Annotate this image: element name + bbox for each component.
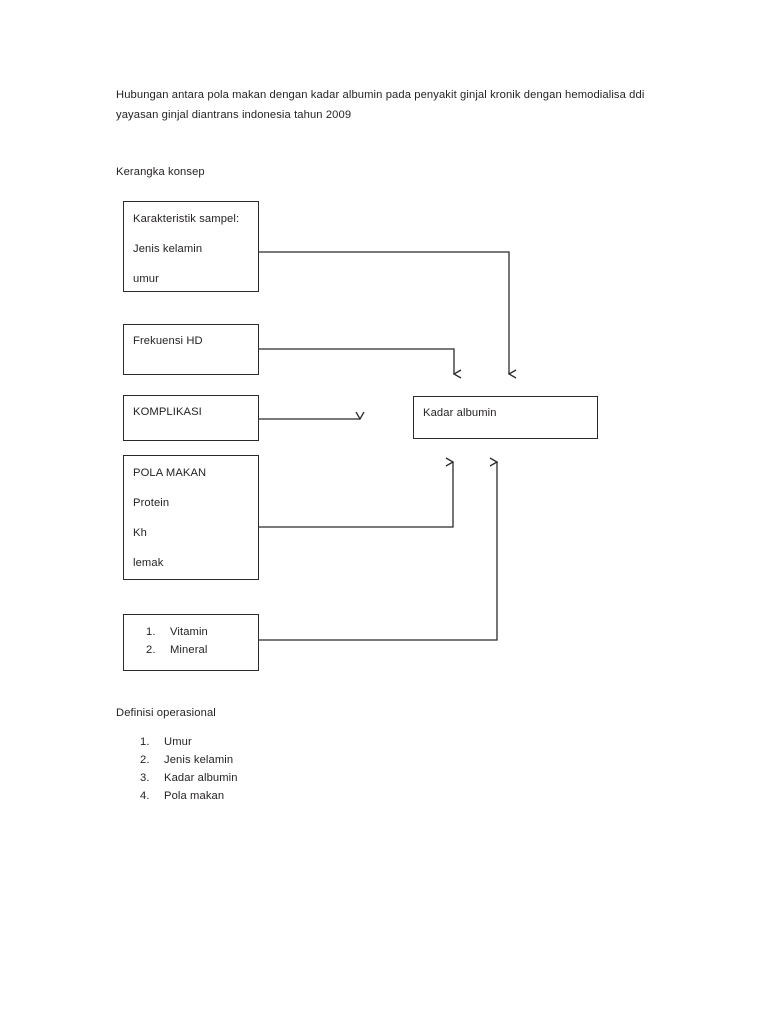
connector-frekuensi-to-kadar-albumin xyxy=(259,348,462,379)
list-item-number: 2. xyxy=(140,754,150,766)
node-vitamin-mineral[interactable]: 1. Vitamin 2. Mineral xyxy=(123,614,259,671)
list-item: 2. Jenis kelamin xyxy=(140,751,238,769)
list-item: 4. Pola makan xyxy=(140,787,238,805)
node-komplikasi[interactable]: KOMPLIKASI xyxy=(123,395,259,441)
node-line: KOMPLIKASI xyxy=(133,406,202,418)
node-pola-makan[interactable]: POLA MAKAN Protein Kh lemak xyxy=(123,455,259,580)
node-karakteristik-sampel[interactable]: Karakteristik sampel: Jenis kelamin umur xyxy=(123,201,259,292)
list-item-number: 3. xyxy=(140,772,150,784)
list-item: 1. Vitamin xyxy=(146,623,208,641)
list-item-label: Jenis kelamin xyxy=(164,754,234,766)
connector-vitamin-mineral-to-kadar-albumin xyxy=(259,457,499,641)
section-label-definisi-operasional: Definisi operasional xyxy=(116,707,216,719)
node-line: Kh xyxy=(133,527,147,539)
node-line: Protein xyxy=(133,497,170,509)
list-item-label: Vitamin xyxy=(170,626,208,638)
connector-pola-makan-to-kadar-albumin xyxy=(259,457,455,528)
list-item-label: Pola makan xyxy=(164,790,225,802)
node-line: Jenis kelamin xyxy=(133,243,203,255)
list-item: 1. Umur xyxy=(140,733,238,751)
list-item-number: 1. xyxy=(146,626,156,638)
list-item-number: 4. xyxy=(140,790,150,802)
node-line: Karakteristik sampel: xyxy=(133,213,240,225)
definisi-operasional-list: 1. Umur 2. Jenis kelamin 3. Kadar albumin 4… xyxy=(140,733,238,805)
list-item-label: Mineral xyxy=(170,644,208,656)
node-line: lemak xyxy=(133,557,164,569)
node-kadar-albumin[interactable]: Kadar albumin xyxy=(413,396,598,439)
connector-karakteristik-to-kadar-albumin xyxy=(259,251,517,379)
list-item: 3. Kadar albumin xyxy=(140,769,238,787)
node-frekuensi-hd[interactable]: Frekuensi HD xyxy=(123,324,259,375)
list-item-label: Umur xyxy=(164,736,192,748)
section-label-kerangka-konsep: Kerangka konsep xyxy=(116,166,205,178)
node-line: umur xyxy=(133,273,159,285)
list-item-number: 1. xyxy=(140,736,150,748)
node-line: Frekuensi HD xyxy=(133,335,203,347)
list-item-number: 2. xyxy=(146,644,156,656)
list-item-label: Kadar albumin xyxy=(164,772,238,784)
document-title: Hubungan antara pola makan dengan kadar … xyxy=(116,89,645,121)
node-line: POLA MAKAN xyxy=(133,467,207,479)
list-item: 2. Mineral xyxy=(146,641,207,659)
node-line: Kadar albumin xyxy=(423,407,497,419)
